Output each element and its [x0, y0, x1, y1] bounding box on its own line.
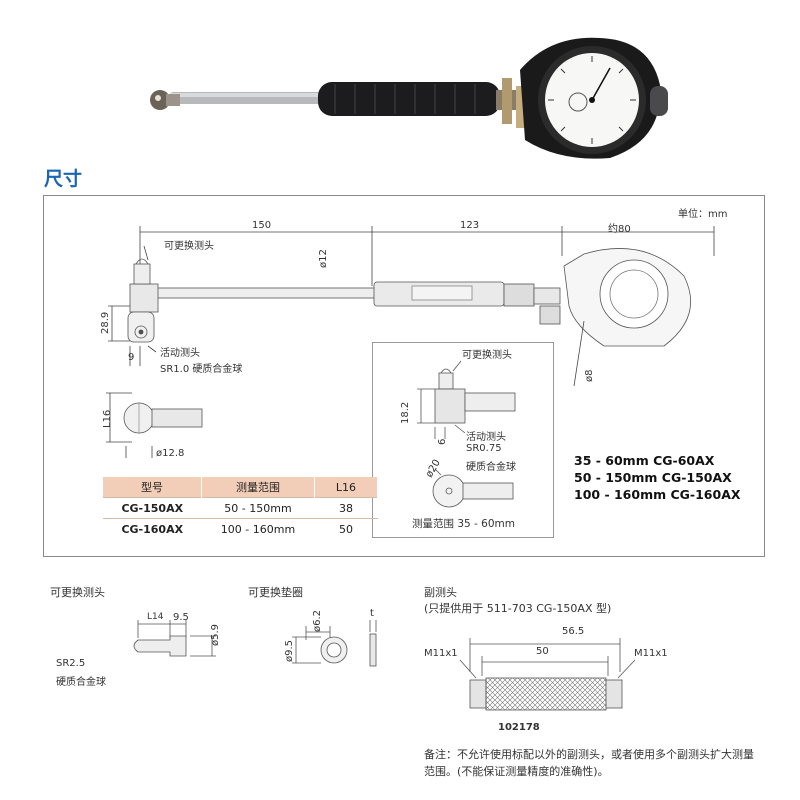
drawing-rod: [155, 287, 377, 299]
section-title: 尺寸: [44, 168, 83, 190]
dim-phi12-8: ø12.8: [156, 448, 185, 459]
inset-label-carbide: 硬质合金球: [466, 462, 516, 473]
washer-side: [369, 633, 377, 667]
inset-frame: [372, 342, 554, 538]
cell-model: CG-150AX: [103, 497, 202, 519]
product-photo: [150, 37, 668, 159]
label-sr1: SR1.0 硬质合金球: [160, 364, 243, 375]
probe-dim-phi5-9: ø5.9: [210, 623, 221, 646]
probe-label-carbide: 硬质合金球: [56, 677, 106, 688]
dim-approx-80: 约80: [608, 224, 631, 235]
model-list: 35 - 60mm CG-60AX 50 - 150mm CG-150AX 10…: [574, 452, 741, 503]
dim-150: 150: [252, 220, 272, 231]
model-item: 50 - 150mm CG-150AX: [574, 470, 732, 485]
aux-thread-left: [469, 679, 487, 709]
inset-dim-6: 6: [437, 438, 448, 445]
washer-drawing: [292, 620, 377, 667]
cell-l16: 38: [314, 497, 378, 519]
label-active-head: 活动测头: [160, 348, 200, 359]
header-model: 型号: [103, 477, 202, 498]
table-row: CG-150AX 50 - 150mm 38: [103, 497, 378, 519]
probe-label-sr: SR2.5: [56, 658, 86, 669]
aux-title: 副测头: [424, 586, 457, 599]
dim-9: 9: [128, 352, 135, 363]
cell-range: 50 - 150mm: [201, 497, 315, 519]
model-item: 35 - 60mm CG-60AX: [574, 453, 715, 468]
inset-dim-18-2: 18.2: [400, 401, 411, 424]
probe-dim-9-5: 9.5: [173, 612, 189, 623]
aux-dim-50: 50: [536, 646, 549, 657]
table-row: CG-160AX 100 - 160mm 50: [103, 518, 378, 539]
inset-label-active-head: 活动测头: [466, 432, 506, 443]
cell-model: CG-160AX: [103, 518, 202, 539]
aux-knurl: [485, 677, 607, 711]
probe-drawing: [133, 620, 216, 657]
probe-body: [133, 635, 187, 657]
dimension-frame: [43, 195, 765, 557]
inset-label-sr: SR0.75: [466, 443, 502, 454]
header-range: 测量范围: [201, 477, 315, 498]
header-l16: L16: [314, 477, 378, 498]
aux-subtitle: (只提供用于 511-703 CG-150AX 型): [424, 602, 612, 615]
footnote: 备注：不允许使用标配以外的副测头，或者使用多个副测头扩大测量范围。(不能保证测量…: [424, 748, 754, 778]
aux-part-number: 102178: [498, 722, 540, 733]
label-replace-head: 可更换测头: [164, 241, 214, 252]
dim-123: 123: [460, 220, 480, 231]
inset-head: [434, 388, 466, 424]
spec-table: 型号 测量范围 L16 CG-150AX 50 - 150mm 38 CG-16…: [103, 477, 378, 539]
inset-range-label: 测量范围 35 - 60mm: [412, 518, 515, 530]
spec-table-header: 型号 测量范围 L16: [103, 477, 378, 498]
dim-28-9: 28.9: [100, 311, 111, 334]
inset-ring: [432, 474, 466, 508]
inset-label-replace-head: 可更换测头: [462, 350, 512, 361]
aux-dim-56-5: 56.5: [562, 626, 585, 637]
washer-dim-phi9-5: ø9.5: [284, 639, 295, 662]
unit-label: 单位：mm: [678, 209, 728, 220]
probe-dim-l14: L14: [147, 612, 164, 622]
washer-dim-phi6-2: ø6.2: [312, 609, 323, 632]
inset-drawing: [417, 360, 516, 508]
aux-m11-right: M11x1: [634, 648, 668, 659]
dim-phi12: ø12: [318, 249, 329, 268]
aux-m11-left: M11x1: [424, 648, 458, 659]
dim-phi8: ø8: [584, 369, 595, 382]
washer-dim-t: t: [370, 608, 374, 619]
drawing-head: [129, 283, 159, 313]
photo-grip: [318, 82, 500, 116]
washer-title: 可更换垫圈: [248, 586, 303, 599]
cell-range: 100 - 160mm: [201, 518, 315, 539]
probe-title: 可更换测头: [50, 586, 105, 599]
model-item: 100 - 160mm CG-160AX: [574, 487, 741, 502]
dim-l16: L16: [102, 409, 113, 428]
aux-drawing: [459, 638, 636, 711]
main-drawing: [106, 226, 715, 458]
cell-l16: 50: [314, 518, 378, 539]
aux-thread-right: [605, 679, 623, 709]
